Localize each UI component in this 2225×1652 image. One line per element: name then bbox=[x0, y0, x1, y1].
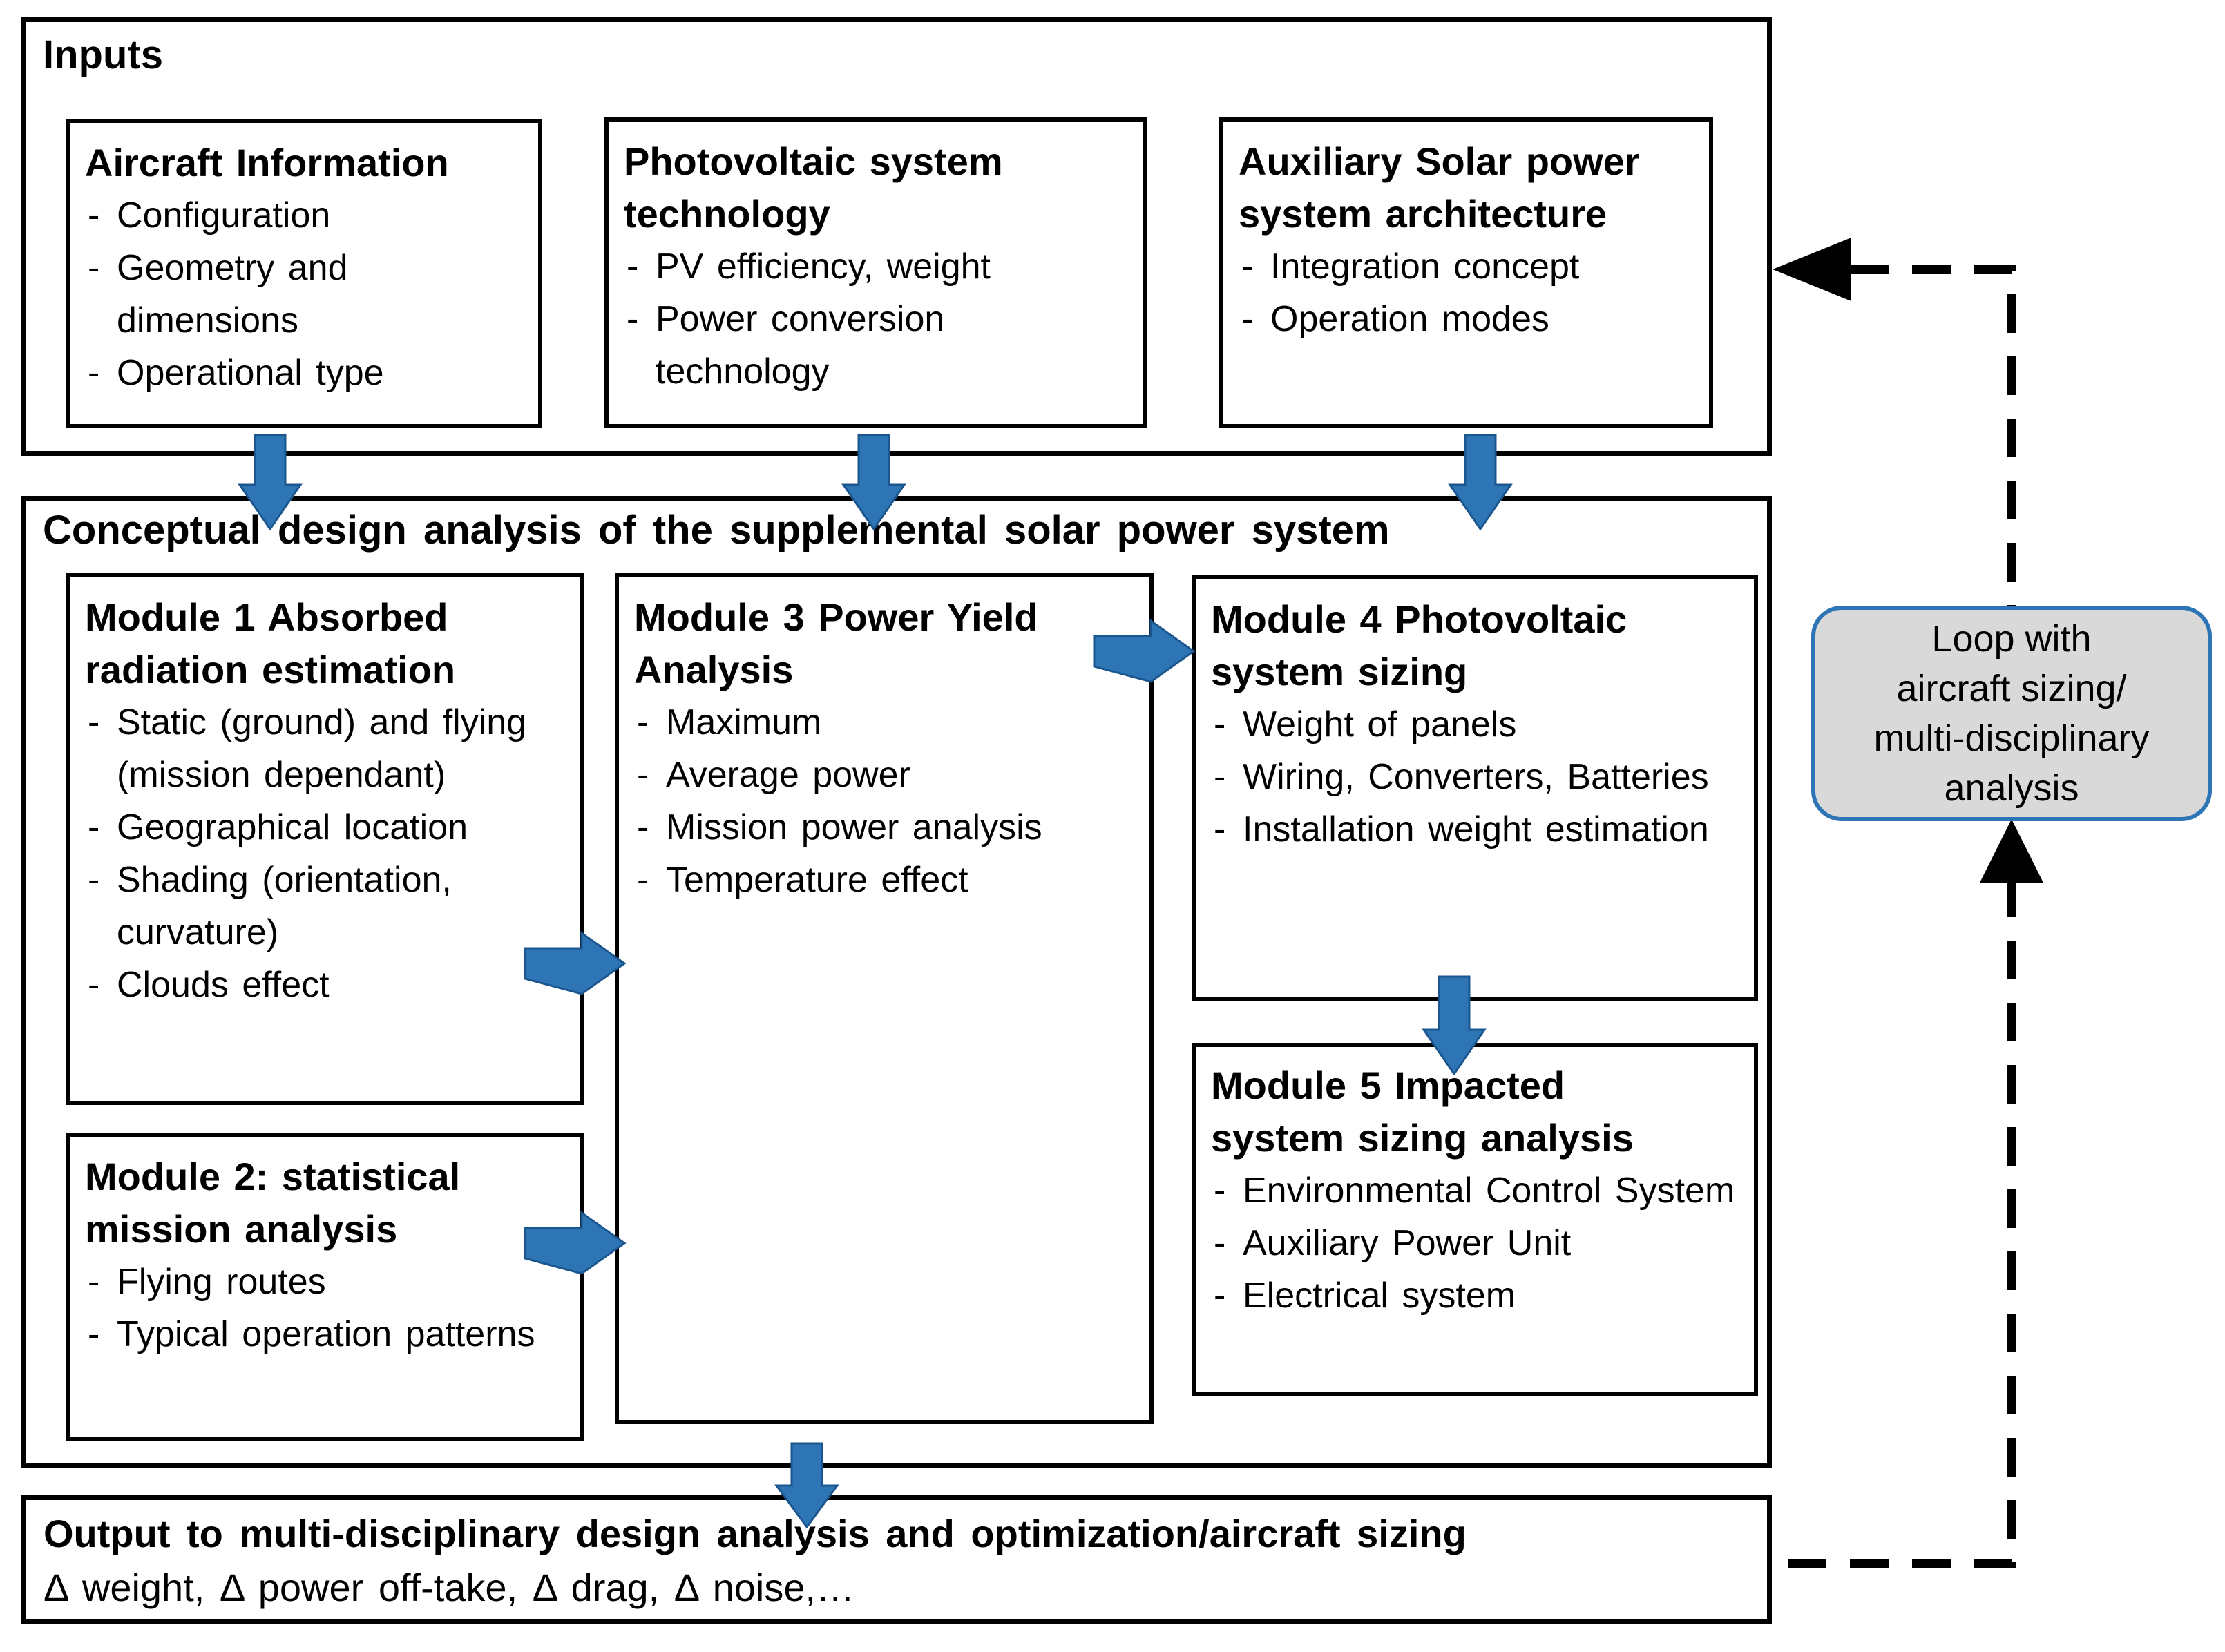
arrow-module3-to-module4-icon bbox=[1093, 619, 1196, 683]
list-item: Wiring, Converters, Batteries bbox=[1211, 751, 1739, 803]
list-item: Temperature effect bbox=[634, 854, 1134, 906]
list-item: Static (ground) and flying (mission depe… bbox=[85, 696, 564, 801]
arrow-pv-to-analysis-icon bbox=[841, 434, 906, 530]
arrow-aircraft-to-analysis-icon bbox=[238, 434, 303, 530]
arrow-aux-to-analysis-icon bbox=[1448, 434, 1513, 530]
box-title: Aircraft Information bbox=[85, 141, 449, 184]
box-title: Photovoltaic system technology bbox=[624, 140, 1003, 236]
output-deltas: Δ weight, Δ power off-take, Δ drag, Δ no… bbox=[44, 1566, 855, 1609]
output-title: Output to multi-disciplinary design anal… bbox=[44, 1512, 1467, 1555]
list-item: Power conversion technology bbox=[624, 293, 1127, 398]
list-item: Weight of panels bbox=[1211, 698, 1739, 751]
auxiliary-architecture-box: Auxiliary Solar power system architectur… bbox=[1219, 117, 1713, 428]
list-item: Geographical location bbox=[85, 801, 564, 854]
box-title: Module 1 Absorbed radiation estimation bbox=[85, 595, 456, 691]
list-item: Shading (orientation, curvature) bbox=[85, 854, 564, 959]
list-item: Configuration bbox=[85, 189, 523, 242]
arrow-analysis-to-output-icon bbox=[774, 1442, 839, 1528]
box-title: Module 3 Power Yield Analysis bbox=[634, 595, 1038, 691]
arrow-module2-to-module3-icon bbox=[524, 1211, 627, 1275]
list-item: Maximum bbox=[634, 696, 1134, 749]
feedback-dashed-bottom-segment bbox=[1777, 878, 2016, 1568]
list-item: Environmental Control System bbox=[1211, 1164, 1739, 1217]
list-item: Typical operation patterns bbox=[85, 1308, 564, 1361]
box-title: Module 2: statistical mission analysis bbox=[85, 1155, 461, 1251]
feedback-dashed-top-segment bbox=[1850, 265, 2016, 606]
arrowhead-left-into-inputs-icon bbox=[1773, 238, 1851, 301]
box-title: Auxiliary Solar power system architectur… bbox=[1239, 140, 1640, 236]
list-item: Installation weight estimation bbox=[1211, 803, 1739, 856]
inputs-title: Inputs bbox=[43, 32, 163, 77]
list-item: PV efficiency, weight bbox=[624, 240, 1127, 293]
loop-box: Loop with aircraft sizing/ multi-discipl… bbox=[1811, 606, 2212, 821]
list-item: Flying routes bbox=[85, 1256, 564, 1308]
aircraft-information-box: Aircraft Information Configuration Geome… bbox=[66, 119, 542, 428]
list-item: Operational type bbox=[85, 347, 523, 399]
list-item: Integration concept bbox=[1239, 240, 1694, 293]
photovoltaic-technology-box: Photovoltaic system technology PV effici… bbox=[604, 117, 1147, 428]
module1-box: Module 1 Absorbed radiation estimation S… bbox=[66, 573, 584, 1105]
list-item: Mission power analysis bbox=[634, 801, 1134, 854]
list-item: Operation modes bbox=[1239, 293, 1694, 345]
box-title: Module 4 Photovoltaic system sizing bbox=[1211, 597, 1627, 693]
list-item: Clouds effect bbox=[85, 959, 564, 1011]
module4-box: Module 4 Photovoltaic system sizing Weig… bbox=[1192, 575, 1758, 1001]
list-item: Electrical system bbox=[1211, 1269, 1739, 1322]
output-box: Output to multi-disciplinary design anal… bbox=[21, 1495, 1772, 1624]
arrow-module1-to-module3-icon bbox=[524, 931, 627, 995]
module3-box: Module 3 Power Yield Analysis Maximum Av… bbox=[615, 573, 1154, 1424]
list-item: Auxiliary Power Unit bbox=[1211, 1217, 1739, 1269]
arrowhead-up-into-loop-icon bbox=[1980, 819, 2043, 883]
arrow-module4-to-module5-icon bbox=[1422, 975, 1487, 1075]
list-item: Average power bbox=[634, 749, 1134, 801]
loop-label: Loop with aircraft sizing/ multi-discipl… bbox=[1873, 618, 2150, 809]
list-item: Geometry and dimensions bbox=[85, 242, 523, 347]
module5-box: Module 5 Impacted system sizing analysis… bbox=[1192, 1043, 1758, 1396]
module2-box: Module 2: statistical mission analysis F… bbox=[66, 1133, 584, 1441]
box-title: Module 5 Impacted system sizing analysis bbox=[1211, 1064, 1634, 1160]
